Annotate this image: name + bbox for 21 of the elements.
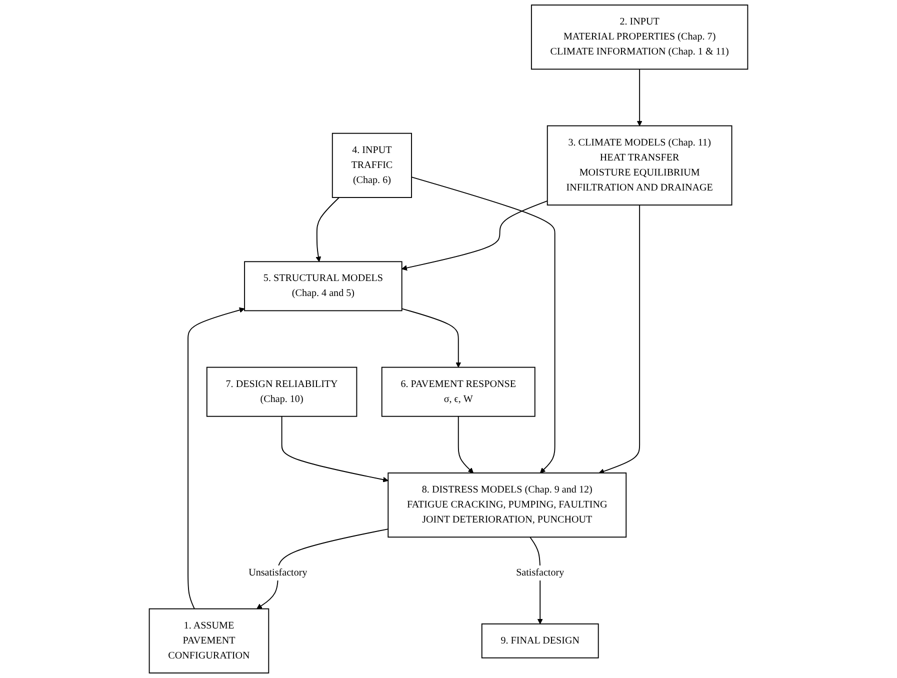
arrow [458, 416, 474, 474]
edge-label: Unsatisfactory [248, 567, 308, 578]
node-box: 9. FINAL DESIGN [481, 623, 599, 658]
arrow [316, 197, 340, 262]
node-box: 3. CLIMATE MODELS (Chap. 11) HEAT TRANSFER MOISTURE EQUILIBRIUM INFILTRATION AND DRAINAGE [546, 125, 732, 206]
arrow [402, 200, 548, 271]
node-box: 2. INPUT MATERIAL PROPERTIES (Chap. 7) CLIMATE INFORMATION (Chap. 1 & 11) [530, 4, 748, 70]
node-box: 1. ASSUME PAVEMENT CONFIGURATION [148, 608, 270, 674]
arrow [256, 528, 389, 610]
node-box: 4. INPUT TRAFFIC (Chap. 6) [332, 132, 412, 198]
node-box: 8. DISTRESS MODELS (Chap. 9 and 12) FATIGUE CRACKING, PUMPING, FAULTING JOINT DETERIORATION, PUNCHOUT [388, 472, 627, 538]
edge-label: Satisfactory [516, 567, 564, 578]
arrow [636, 68, 642, 126]
node-box: 6. PAVEMENT RESPONSE σ, ϵ, W [381, 366, 536, 417]
node-box: 5. STRUCTURAL MODELS (Chap. 4 and 5) [244, 261, 402, 312]
arrow [401, 308, 462, 368]
arrow [411, 176, 556, 474]
node-box: 7. DESIGN RELIABILITY (Chap. 10) [206, 366, 358, 417]
arrow [598, 204, 640, 474]
arrow [281, 416, 388, 482]
arrow [188, 307, 245, 610]
